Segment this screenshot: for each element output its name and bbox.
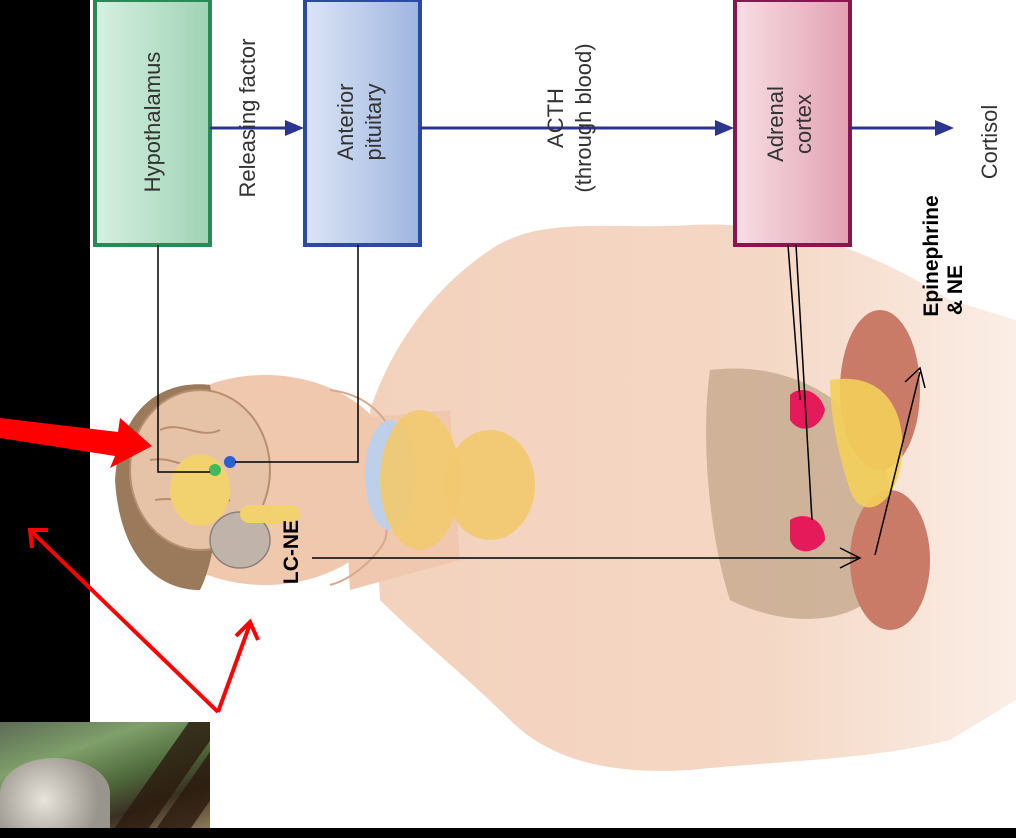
red-line-arrows xyxy=(30,530,258,712)
red-block-arrow xyxy=(0,418,152,468)
bottom-border xyxy=(0,828,1016,838)
photo-thumbnail xyxy=(0,722,210,828)
